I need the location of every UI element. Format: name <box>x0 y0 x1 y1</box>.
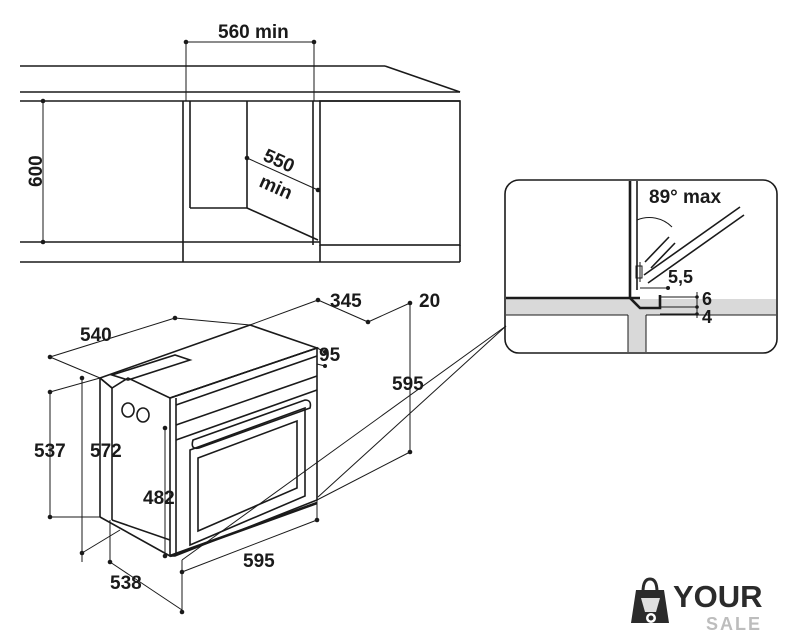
dim-cabinet-height: 600 <box>26 98 47 245</box>
label-panel-depth: 345 <box>330 291 362 312</box>
oven-isometric <box>98 324 320 558</box>
dim-cabinet-depth: 550 min <box>244 145 321 204</box>
label-oven-height-right: 595 <box>392 374 424 395</box>
dim-oven-top-depth: 540 <box>47 315 251 379</box>
label-cabinet-depth-2: min <box>256 171 295 204</box>
dim-door-height: 482 <box>143 425 175 559</box>
dim-panel-depth: 345 <box>249 291 371 326</box>
label-side-height-outer: 537 <box>34 441 66 462</box>
dim-front-gap: 95 <box>316 345 341 368</box>
label-cabinet-width: 560 min <box>218 22 289 43</box>
label-panel-offset: 20 <box>419 291 440 312</box>
logo-sub: SALE <box>706 614 762 634</box>
dim-panel-offset: 20 <box>367 291 440 323</box>
detail-leaders <box>181 325 507 561</box>
cabinet-elevation <box>20 65 461 263</box>
label-base-depth: 538 <box>110 573 142 594</box>
label-detail-gap: 5,5 <box>668 267 693 287</box>
dim-base-depth: 538 <box>81 520 185 615</box>
detail-inset: 89° max 5,5 6 4 <box>504 179 778 354</box>
shopping-bag-icon <box>631 577 669 623</box>
label-oven-width: 595 <box>243 551 275 572</box>
dim-side-height-inner: 572 <box>79 375 122 556</box>
yoursale-logo: YOUR SALE <box>631 577 763 634</box>
dim-oven-height-right: 595 <box>316 303 424 501</box>
label-detail-6: 6 <box>702 289 712 309</box>
label-front-gap: 95 <box>319 345 341 366</box>
label-side-height-inner: 572 <box>90 441 122 462</box>
label-oven-top-depth: 540 <box>80 325 112 346</box>
label-detail-4: 4 <box>702 307 712 327</box>
label-cabinet-height: 600 <box>26 155 47 187</box>
logo-word: YOUR <box>673 579 763 614</box>
label-detail-angle: 89° max <box>649 187 721 208</box>
label-door-height: 482 <box>143 488 175 509</box>
dim-side-height-outer: 537 <box>34 377 101 520</box>
dim-cabinet-width: 560 min <box>183 22 317 101</box>
